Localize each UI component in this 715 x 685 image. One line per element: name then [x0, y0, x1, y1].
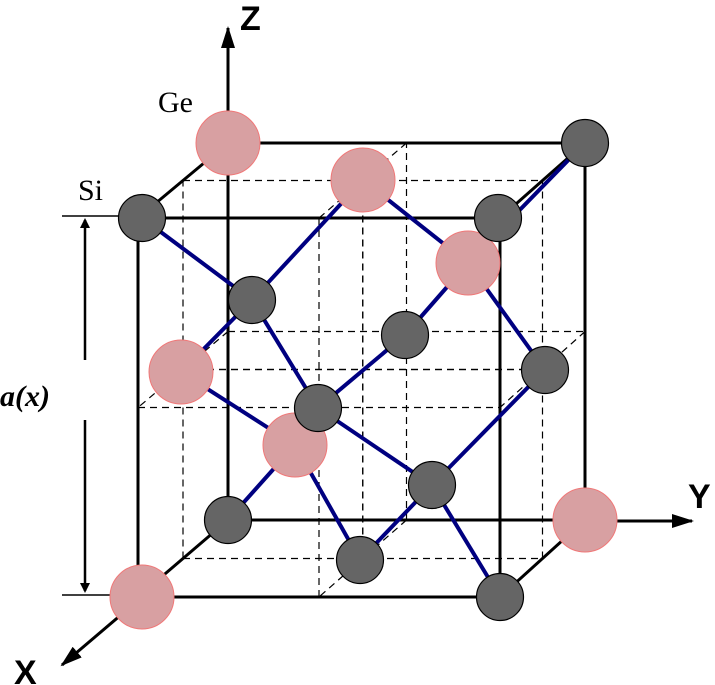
- dashed-grid: [137, 142, 586, 598]
- ge-atom: [109, 564, 175, 630]
- si-atom: [473, 193, 523, 243]
- lattice-constant-label: a(x): [0, 380, 50, 413]
- ge-atom: [435, 230, 501, 296]
- si-atom: [335, 535, 385, 585]
- grid-line: [318, 519, 407, 598]
- si-atom: [407, 460, 457, 510]
- grid-line: [137, 331, 229, 408]
- bond: [430, 368, 547, 487]
- si-atom: [203, 495, 253, 545]
- atoms: [109, 110, 618, 630]
- ge-label: Ge: [158, 86, 193, 119]
- ge-atom: [148, 339, 214, 405]
- si-atom: [117, 193, 167, 243]
- si-atom: [227, 275, 277, 325]
- z-axis-label: Z: [240, 0, 261, 38]
- lattice-dimension: a(x): [0, 215, 138, 596]
- grid-line: [318, 142, 407, 219]
- ge-atom: [552, 487, 618, 553]
- ge-atom: [195, 110, 261, 176]
- si-atom: [475, 572, 525, 622]
- si-atom: [520, 345, 570, 395]
- ge-atom: [330, 147, 396, 213]
- si-label: Si: [78, 174, 103, 207]
- si-atom: [293, 383, 343, 433]
- si-atom: [560, 118, 610, 168]
- si-atom: [380, 310, 430, 360]
- y-axis-label: Y: [688, 478, 711, 516]
- x-axis-label: X: [14, 654, 37, 685]
